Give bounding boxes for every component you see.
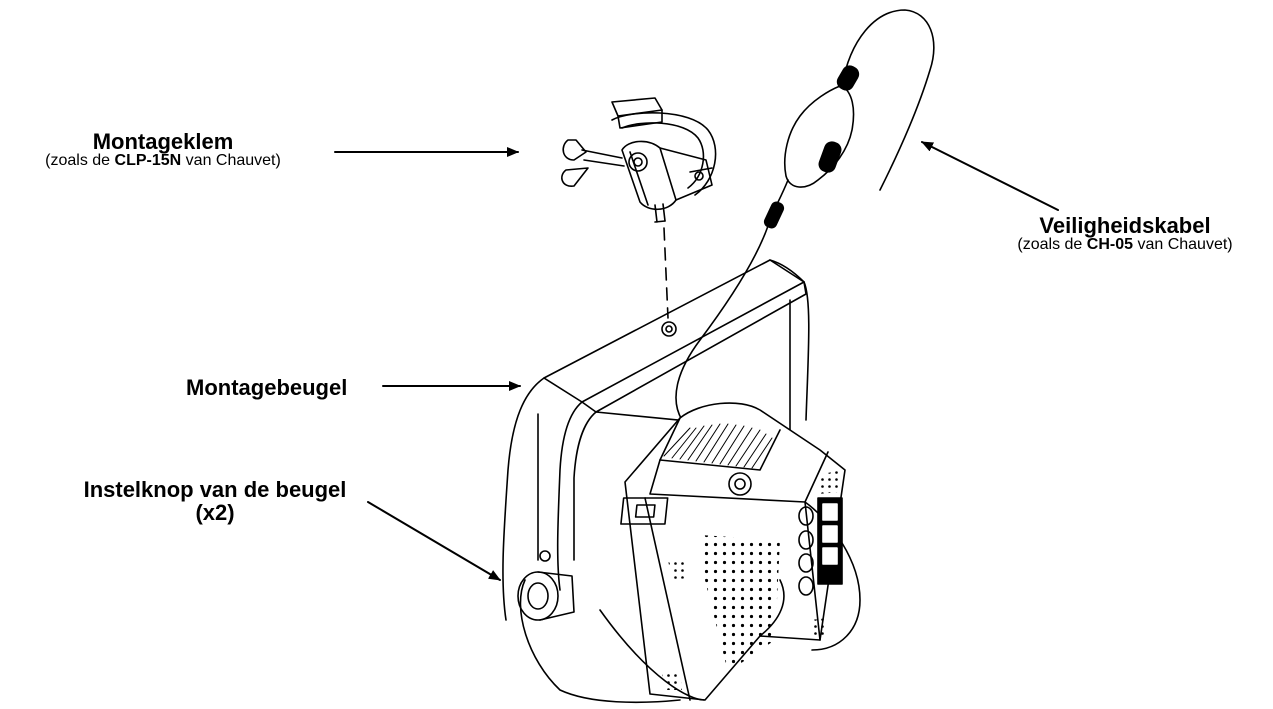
clamp-model: CLP-15N [114, 152, 182, 170]
vent-corner-right [818, 470, 842, 494]
clamp-title: Montageklem [92, 129, 234, 154]
down-button[interactable] [798, 553, 814, 573]
fixture-body [517, 402, 861, 704]
vent-bottom [810, 618, 828, 636]
cable-sub-suffix: van Chauvet) [1133, 236, 1233, 254]
vent-corner-left [668, 560, 688, 580]
ventilation-grille [700, 535, 780, 672]
knob-title-line2: (x2) [195, 500, 235, 526]
callout-cable: Veiligheidskabel (zoals de CH-05 van Cha… [980, 214, 1270, 254]
cable-title: Veiligheidskabel [1039, 213, 1211, 238]
control-panel [798, 497, 843, 596]
callout-bracket: Montagebeugel [186, 375, 348, 400]
cable-arrow [921, 141, 1059, 211]
mounting-bracket [502, 259, 810, 621]
callout-knob: Instelknop van de beugel (x2) [60, 478, 370, 524]
cable-subtitle: (zoals de CH-05 van Chauvet) [980, 236, 1270, 254]
enter-button[interactable] [798, 576, 814, 596]
up-button[interactable] [798, 530, 814, 550]
vent-lower-left [662, 672, 682, 690]
mounting-clamp [561, 97, 717, 223]
cable-model: CH-05 [1086, 236, 1133, 254]
power-socket [620, 497, 669, 525]
safety-cable [675, 9, 935, 438]
bracket-adjustment-knob [517, 571, 575, 621]
cable-sub-prefix: (zoals de [1017, 236, 1087, 254]
heat-sink [663, 423, 773, 469]
dmx-connector [728, 472, 752, 496]
knob-title-line1: Instelknop van de beugel [83, 477, 347, 502]
clamp-sub-prefix: (zoals de [45, 152, 115, 170]
clamp-sub-suffix: van Chauvet) [181, 152, 281, 170]
knob-arrow [367, 501, 501, 581]
alignment-guide [663, 227, 669, 319]
callout-clamp: Montageklem (zoals de CLP-15N van Chauve… [8, 130, 318, 170]
clamp-subtitle: (zoals de CLP-15N van Chauvet) [8, 152, 318, 170]
menu-button[interactable] [798, 506, 814, 526]
